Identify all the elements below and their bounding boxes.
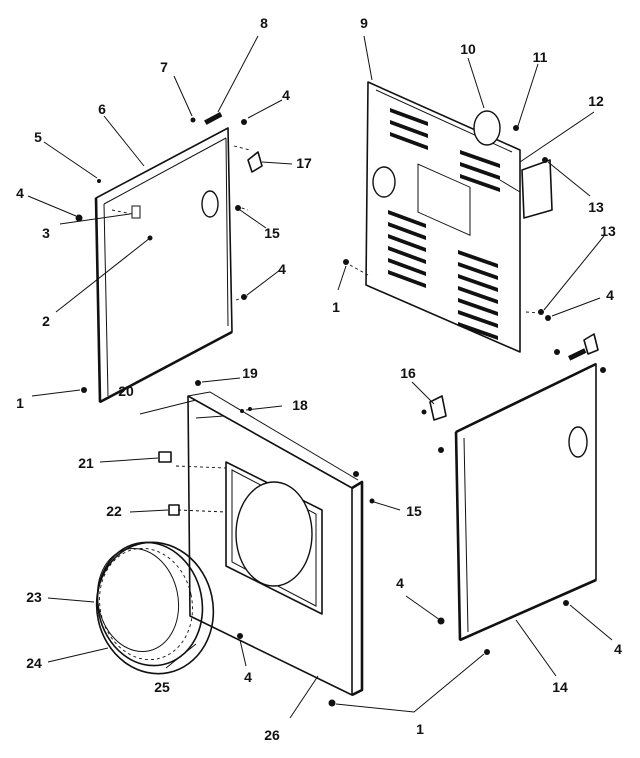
screw: [438, 447, 444, 453]
rear-panel: [365, 81, 553, 353]
callout-4-right-low: 4: [396, 575, 404, 591]
callout-21: 21: [78, 455, 94, 471]
callout-24: 24: [26, 655, 42, 671]
callout-5: 5: [34, 129, 42, 145]
screw: [484, 649, 490, 655]
callout-labels: 8 7 4 6 5 4 17 15 3 4 2 1 9 10 11 12 13 …: [16, 15, 622, 743]
callout-19: 19: [242, 365, 258, 381]
callout-2: 2: [42, 313, 50, 329]
screw: [513, 125, 519, 131]
door-ring: [95, 541, 215, 675]
callout-9: 9: [360, 15, 368, 31]
screw: [343, 259, 349, 265]
screw: [195, 380, 201, 386]
right-side-panel: [429, 333, 599, 642]
callout-4-front: 4: [244, 669, 252, 685]
callout-11: 11: [533, 49, 548, 65]
callout-23: 23: [26, 589, 42, 605]
callout-1-rear: 1: [332, 299, 340, 315]
callout-25: 25: [154, 679, 170, 695]
callout-6: 6: [98, 101, 106, 117]
screw: [240, 409, 244, 413]
callout-10: 10: [460, 41, 476, 57]
screw: [421, 409, 427, 415]
front-panel: [175, 391, 364, 697]
callout-15-upper: 15: [264, 225, 280, 241]
callout-14: 14: [552, 679, 568, 695]
callout-4-right: 4: [614, 641, 622, 657]
callout-12: 12: [588, 93, 604, 109]
callout-20: 20: [118, 383, 134, 399]
bracket: [247, 151, 263, 173]
screw: [554, 349, 560, 355]
screw: [545, 315, 551, 321]
callout-13-lower: 13: [600, 223, 616, 239]
callout-17: 17: [296, 155, 312, 171]
callout-16: 16: [400, 365, 416, 381]
callout-26: 26: [264, 727, 280, 743]
callout-1-bottom: 1: [416, 721, 424, 737]
screw: [75, 214, 83, 222]
screw: [600, 367, 606, 373]
screw: [235, 205, 241, 211]
callout-18: 18: [292, 397, 308, 413]
screw: [328, 699, 336, 707]
callout-4-left-low: 4: [278, 261, 286, 277]
clip: [168, 504, 180, 516]
leader-lines: [27, 35, 613, 719]
dash-guide: [349, 264, 369, 276]
screw: [353, 471, 359, 477]
callout-3: 3: [42, 225, 50, 241]
callout-8: 8: [260, 15, 268, 31]
dash-guide: [525, 311, 541, 314]
screw: [237, 633, 243, 639]
callout-13-upper: 13: [588, 199, 604, 215]
left-side-panel: [94, 127, 251, 404]
screw: [369, 498, 375, 504]
screw: [81, 387, 87, 393]
screw: [190, 117, 196, 123]
callout-22: 22: [106, 503, 122, 519]
clip: [158, 451, 172, 463]
callout-15-lower: 15: [406, 503, 422, 519]
screw: [97, 179, 101, 183]
callout-4-rear: 4: [606, 287, 614, 303]
callout-7: 7: [160, 59, 168, 75]
screw: [542, 157, 548, 163]
callout-1-left: 1: [16, 395, 24, 411]
callout-4-left-top: 4: [282, 87, 290, 103]
screw: [241, 294, 247, 300]
clip: [204, 112, 223, 125]
screw: [538, 309, 544, 315]
screw: [241, 119, 247, 125]
screw: [563, 600, 569, 606]
callout-4-left-mid: 4: [16, 185, 24, 201]
